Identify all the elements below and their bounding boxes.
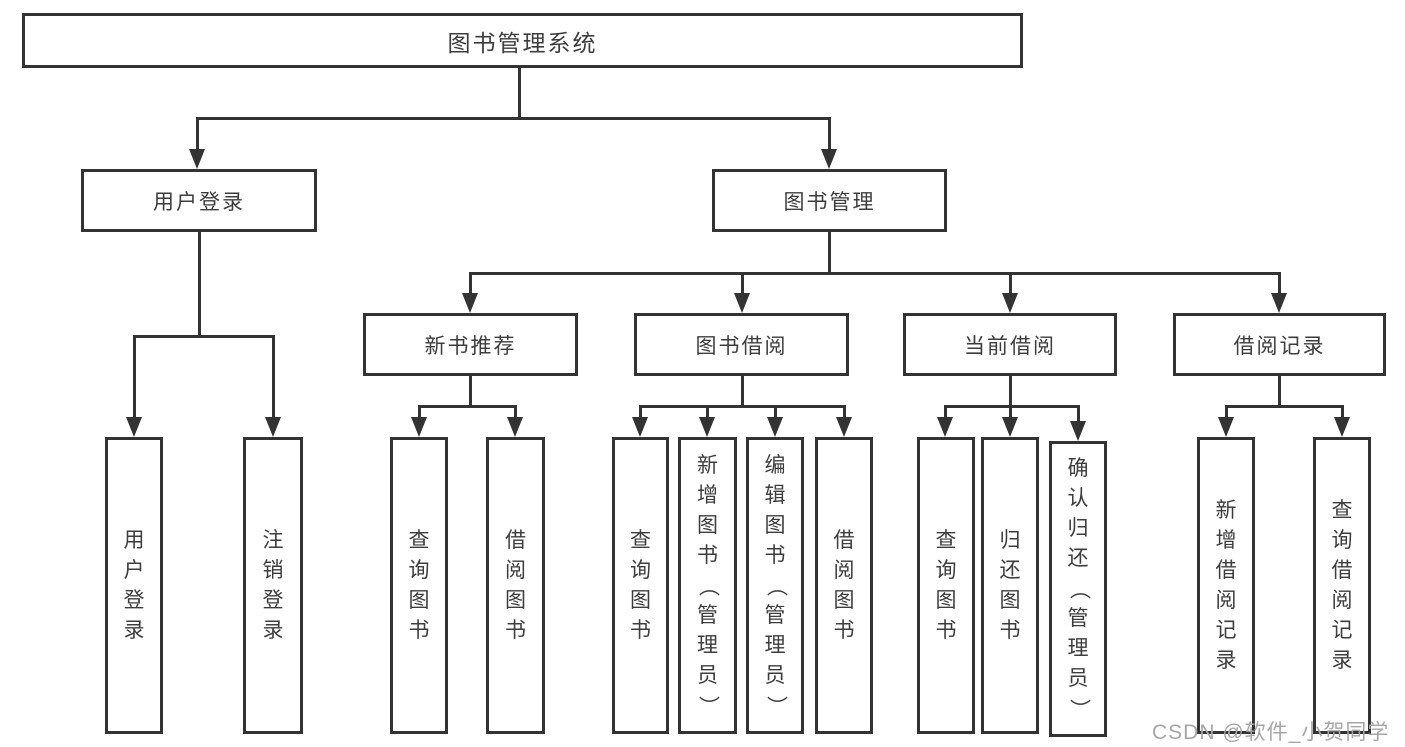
arrow-to-borrow-records <box>1271 293 1287 313</box>
leaf-add-borrow-record: 新增借阅记录 <box>1197 437 1255 734</box>
leaf-query-borrow-record: 查询借阅记录 <box>1313 437 1371 734</box>
leaf-bookborrow-query-books: 查询图书 <box>612 437 669 734</box>
connector-newbooks-drop-2 <box>514 405 517 419</box>
leaf-confirm-return-admin-label: 确认归还（管理员） <box>1067 457 1090 720</box>
connector-bookborrow-drop-4 <box>843 405 846 419</box>
connector-root-stem <box>518 68 521 118</box>
connector-bookborrow-drop-1 <box>639 405 642 419</box>
connector-newbooks-stem <box>469 376 472 407</box>
leaf-currentborrow-query-books: 查询图书 <box>917 437 975 734</box>
node-new-book-recommend-label: 新书推荐 <box>424 334 517 358</box>
leaf-newbooks-query-books-label: 查询图书 <box>408 528 430 642</box>
node-book-management: 图书管理 <box>712 169 947 232</box>
arrow-currentborrow-leaf-1 <box>937 417 953 437</box>
connector-root-crossbar <box>197 117 831 120</box>
connector-root-left-drop <box>196 117 199 152</box>
arrow-records-leaf-2 <box>1334 417 1350 437</box>
connector-userlogin-crossbar <box>134 335 274 338</box>
connector-currentborrow-crossbar <box>945 405 1079 408</box>
arrow-bookborrow-leaf-2 <box>699 417 715 437</box>
leaf-add-books-admin: 新增图书（管理员） <box>678 437 737 734</box>
arrow-newbooks-leaf-1 <box>411 417 427 437</box>
connector-currentborrow-drop-1 <box>944 405 947 419</box>
connector-newbooks-drop-1 <box>418 405 421 419</box>
node-current-borrowing-label: 当前借阅 <box>964 334 1056 358</box>
connector-currentborrow-drop-3 <box>1077 405 1080 423</box>
connector-currentborrow-drop-2 <box>1009 405 1012 419</box>
leaf-bookborrow-borrow-books-label: 借阅图书 <box>833 528 855 642</box>
node-book-borrowing-label: 图书借阅 <box>695 334 788 358</box>
arrow-newbooks-leaf-2 <box>507 417 523 437</box>
connector-root-right-drop <box>828 117 831 152</box>
connector-drop-new-books <box>469 272 472 294</box>
leaf-confirm-return-admin: 确认归还（管理员） <box>1049 441 1107 737</box>
leaf-bookborrow-query-books-label: 查询图书 <box>630 528 651 642</box>
leaf-currentborrow-query-books-label: 查询图书 <box>935 528 957 642</box>
csdn-watermark: CSDN @软件_小贺同学 <box>1152 721 1390 744</box>
connector-bookmgmt-stem <box>828 232 831 274</box>
node-borrowing-records: 借阅记录 <box>1173 313 1386 376</box>
arrow-to-user-login-leaf <box>126 417 142 437</box>
arrow-bookborrow-leaf-1 <box>632 417 648 437</box>
connector-records-stem <box>1278 376 1281 407</box>
leaf-edit-books-admin-label: 编辑图书（管理员） <box>764 453 787 717</box>
leaf-add-borrow-record-label: 新增借阅记录 <box>1215 498 1237 672</box>
leaf-newbooks-query-books: 查询图书 <box>390 437 448 734</box>
connector-bookborrow-drop-3 <box>774 405 777 419</box>
arrow-to-user-login <box>189 149 205 169</box>
node-new-book-recommend: 新书推荐 <box>363 313 578 376</box>
connector-bookborrow-drop-2 <box>706 405 709 419</box>
leaf-logout-label: 注销登录 <box>262 528 284 642</box>
node-user-login: 用户登录 <box>81 169 317 232</box>
connector-records-drop-1 <box>1225 405 1228 419</box>
connector-bookmgmt-crossbar <box>470 272 1280 275</box>
node-borrowing-records-label: 借阅记录 <box>1233 334 1326 358</box>
node-root: 图书管理系统 <box>22 13 1023 68</box>
connector-drop-borrow-records <box>1278 272 1281 294</box>
arrow-bookborrow-leaf-3 <box>767 417 783 437</box>
connector-newbooks-crossbar <box>419 405 516 408</box>
node-current-borrowing: 当前借阅 <box>903 313 1117 376</box>
leaf-query-borrow-record-label: 查询借阅记录 <box>1331 498 1353 672</box>
leaf-edit-books-admin: 编辑图书（管理员） <box>746 437 804 734</box>
leaf-user-login: 用户登录 <box>105 437 163 734</box>
leaf-newbooks-borrow-books: 借阅图书 <box>486 437 545 734</box>
arrow-records-leaf-1 <box>1218 417 1234 437</box>
leaf-logout: 注销登录 <box>243 437 303 734</box>
node-user-login-label: 用户登录 <box>153 190 245 214</box>
connector-userlogin-right-drop <box>272 335 275 417</box>
connector-userlogin-left-drop <box>133 335 136 417</box>
arrow-to-book-management <box>821 149 837 169</box>
leaf-add-books-admin-label: 新增图书（管理员） <box>696 453 720 717</box>
leaf-return-books-label: 归还图书 <box>999 528 1021 642</box>
connector-bookborrow-crossbar <box>640 405 845 408</box>
node-book-borrowing: 图书借阅 <box>634 313 849 376</box>
connector-records-drop-2 <box>1341 405 1344 419</box>
node-book-management-label: 图书管理 <box>783 190 876 214</box>
connector-drop-current-borrow <box>1009 272 1012 294</box>
node-root-label: 图书管理系统 <box>447 29 598 56</box>
connector-currentborrow-stem <box>1009 376 1012 407</box>
arrow-to-book-borrow <box>734 293 750 313</box>
arrow-bookborrow-leaf-4 <box>836 417 852 437</box>
leaf-bookborrow-borrow-books: 借阅图书 <box>815 437 873 734</box>
leaf-return-books: 归还图书 <box>981 437 1039 734</box>
connector-userlogin-stem <box>198 232 201 336</box>
leaf-user-login-label: 用户登录 <box>123 528 145 642</box>
arrow-currentborrow-leaf-3 <box>1070 421 1086 441</box>
connector-records-crossbar <box>1226 405 1343 408</box>
arrow-to-logout-leaf <box>265 417 281 437</box>
leaf-newbooks-borrow-books-label: 借阅图书 <box>505 528 526 642</box>
arrow-to-new-books <box>462 293 478 313</box>
connector-bookborrow-stem <box>741 376 744 407</box>
arrow-to-current-borrow <box>1002 293 1018 313</box>
arrow-currentborrow-leaf-2 <box>1002 417 1018 437</box>
connector-drop-book-borrow <box>741 272 744 294</box>
